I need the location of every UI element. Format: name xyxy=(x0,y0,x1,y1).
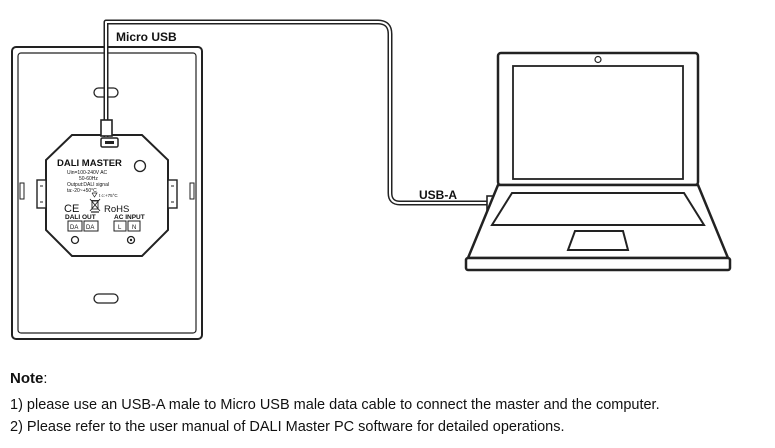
notes-colon: : xyxy=(43,371,48,387)
screw-hole-left xyxy=(70,235,80,245)
terminal-l: L xyxy=(118,225,122,231)
notes-section: Note: 1) please use an USB-A male to Mic… xyxy=(10,368,770,438)
spec-line-1: Uin=100-240V AC xyxy=(67,170,108,176)
temp-mark: t c:+75°C xyxy=(99,193,118,198)
bottom-screw-slot xyxy=(93,293,119,304)
terminal-da-2: DA xyxy=(86,225,94,231)
laptop-trackpad xyxy=(566,230,630,251)
micro-usb-plug xyxy=(100,119,113,137)
rohs-mark: RoHS xyxy=(104,204,129,215)
connection-diagram: DALI MASTER Uin=100-240V AC 50-60Hz Outp… xyxy=(11,19,732,340)
notes-heading: Note: xyxy=(10,368,770,390)
right-clip xyxy=(189,182,195,200)
note-line-1: 1) please use an USB-A male to Micro USB… xyxy=(10,397,660,413)
micro-usb-label: Micro USB xyxy=(116,30,177,44)
terminal-n: N xyxy=(132,225,136,231)
left-clip xyxy=(19,182,25,200)
laptop-display xyxy=(512,65,684,180)
spec-line-4: ta:-20~+50°C xyxy=(67,188,97,194)
weee-bin-icon xyxy=(89,198,101,213)
note-line-2: 2) Please refer to the user manual of DA… xyxy=(10,419,565,435)
module-name: DALI MASTER xyxy=(57,158,122,169)
spec-line-2: 50-60Hz xyxy=(79,176,98,182)
usb-a-label: USB-A xyxy=(419,188,457,202)
notes-title: Note xyxy=(10,370,44,387)
dali-out-label: DALI OUT xyxy=(65,214,96,221)
ac-input-label: AC INPUT xyxy=(114,214,145,221)
terminal-da-1: DA xyxy=(70,225,78,231)
status-button xyxy=(133,159,147,173)
ce-mark: CE xyxy=(64,203,79,215)
temperature-icon xyxy=(91,192,98,198)
spec-line-3: Output:DALI signal xyxy=(67,182,109,188)
laptop xyxy=(464,51,732,272)
webcam-icon xyxy=(594,55,602,64)
dali-master-module: DALI MASTER Uin=100-240V AC 50-60Hz Outp… xyxy=(36,134,178,257)
laptop-keyboard xyxy=(490,192,706,226)
